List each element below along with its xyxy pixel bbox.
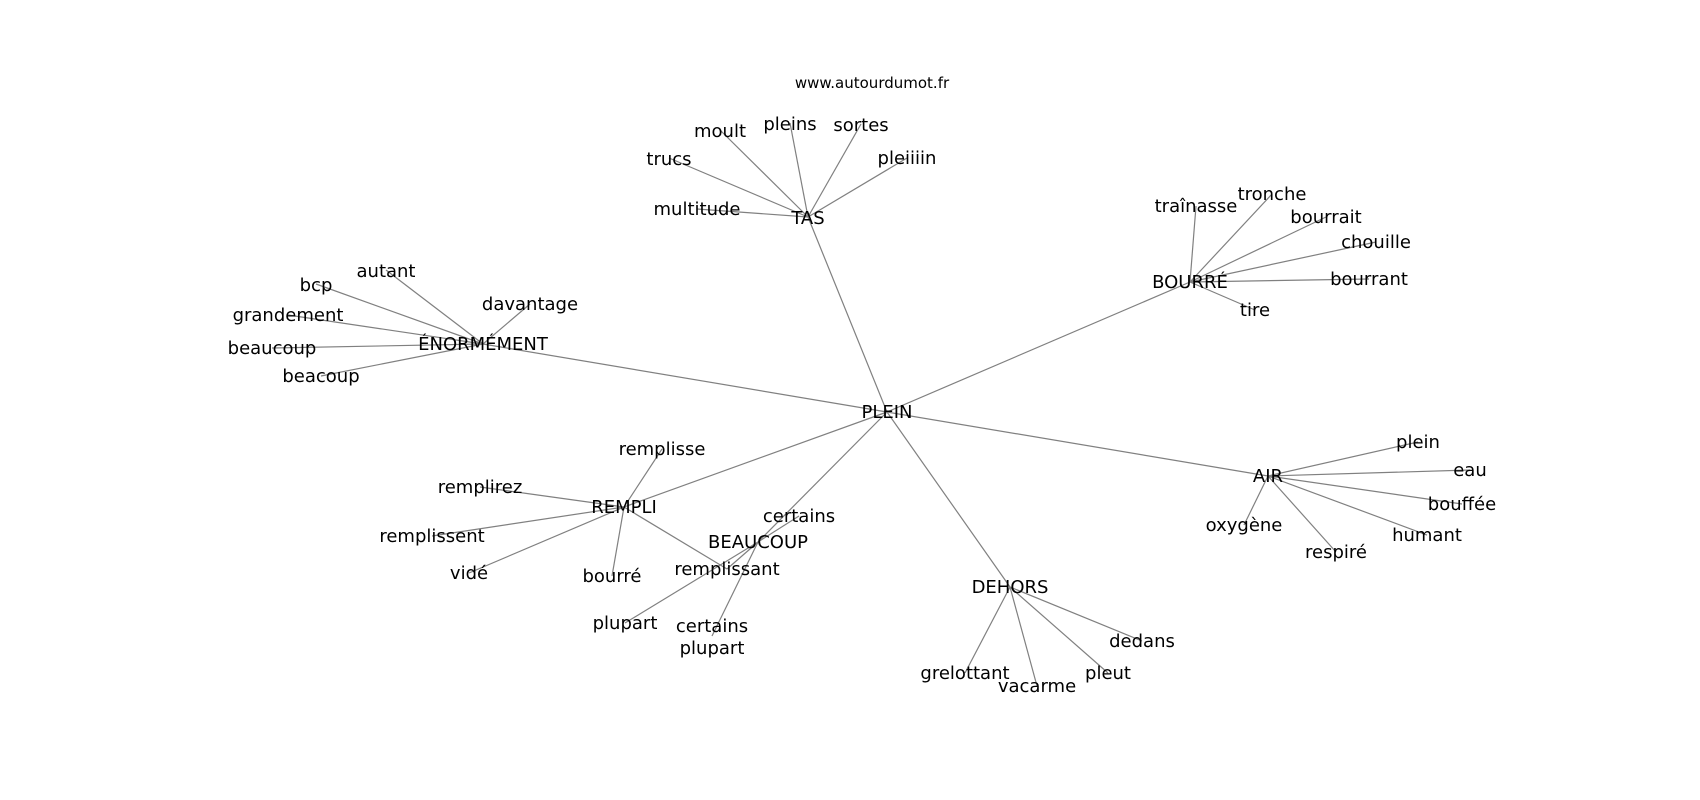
edge-beaucoup-plupart: [624, 541, 759, 624]
node-multitude: multitude: [654, 199, 741, 220]
edge-plein-dehors: [886, 411, 1011, 588]
node-grandement: grandement: [233, 305, 344, 326]
node-bourrant: bourrant: [1330, 269, 1408, 290]
edge-plein-tas: [807, 216, 888, 413]
node-autant: autant: [357, 261, 416, 282]
node-trucs: trucs: [646, 149, 691, 170]
node-davantage: davantage: [482, 294, 578, 315]
node-tire: tire: [1240, 300, 1270, 321]
node-tronche: tronche: [1238, 184, 1307, 205]
edge-bourre-bourrait: [1189, 216, 1327, 283]
edge-plein-air: [886, 411, 1269, 477]
edge-tas-pleiiiin: [807, 157, 908, 218]
node-certains-plupart-line1: certains: [676, 616, 748, 637]
edge-rempli-remplisse: [623, 448, 663, 508]
edge-air-humant: [1267, 475, 1428, 536]
node-plupart: plupart: [593, 613, 658, 634]
edge-enormement-autant: [385, 269, 484, 345]
node-bourrait: bourrait: [1290, 207, 1361, 228]
edges: [271, 122, 1471, 687]
node-grelottant: grelottant: [920, 663, 1009, 684]
edge-bourre-trainasse: [1189, 205, 1197, 283]
source-url: www.autourdumot.fr: [795, 74, 950, 92]
edge-bourre-tronche: [1189, 193, 1273, 283]
edge-rempli-remplissant: [623, 506, 728, 570]
node-humant: humant: [1392, 525, 1462, 546]
edge-beaucoup-certains: [757, 515, 800, 543]
node-chouille: chouille: [1341, 232, 1411, 253]
node-bouffee: bouffée: [1428, 494, 1496, 515]
node-air: AIR: [1253, 466, 1283, 487]
node-certains-plupart-line2: plupart: [680, 638, 745, 659]
edge-air-bouffee: [1267, 475, 1463, 505]
node-pleiiiin: pleiiiin: [878, 148, 937, 169]
edge-plein-bourre: [886, 281, 1191, 413]
edge-tas-moult: [719, 129, 809, 218]
node-bcp: bcp: [300, 275, 333, 296]
edge-air-oxygene: [1243, 475, 1269, 526]
edge-plein-beaucoup: [757, 411, 888, 543]
edge-dehors-dedans: [1009, 586, 1143, 642]
edge-air-eau: [1267, 469, 1471, 477]
node-beacoup: beacoup: [282, 366, 359, 387]
edge-tas-trucs: [668, 157, 809, 218]
node-rempli: REMPLI: [591, 497, 657, 518]
edge-plein-rempli: [623, 411, 888, 508]
node-beaucoup-hub: BEAUCOUP: [708, 532, 808, 553]
node-vacarme: vacarme: [998, 676, 1076, 697]
node-remplissent: remplissent: [379, 526, 484, 547]
node-vide: vidé: [450, 563, 488, 584]
edge-enormement-beaucoup: [271, 343, 484, 349]
edge-dehors-grelottant: [964, 586, 1011, 674]
edge-tas-pleins: [789, 122, 809, 218]
node-remplissant: remplissant: [674, 559, 779, 580]
edge-enormement-beacoup: [320, 343, 484, 377]
node-moult: moult: [694, 121, 746, 142]
edge-bourre-bourrant: [1189, 278, 1370, 283]
node-plein-leaf: plein: [1396, 432, 1440, 453]
edge-tas-multitude: [696, 208, 809, 218]
edge-rempli-bourre: [611, 506, 625, 577]
node-pleins: pleins: [763, 114, 816, 135]
edge-bourre-chouille: [1189, 241, 1377, 283]
edge-enormement-grandement: [287, 314, 484, 345]
node-plein-center: PLEIN: [861, 402, 912, 423]
node-pleut: pleut: [1085, 663, 1131, 684]
edge-tas-sortes: [807, 123, 862, 218]
edge-air-respire: [1267, 475, 1337, 553]
edge-dehors-pleut: [1009, 586, 1109, 674]
node-bourre-leaf: bourré: [582, 566, 641, 587]
node-tas: TAS: [790, 208, 824, 229]
edge-dehors-vacarme: [1009, 586, 1038, 687]
node-sortes: sortes: [833, 115, 888, 136]
node-bourre-hub: BOURRÉ: [1152, 271, 1228, 293]
node-eau: eau: [1453, 460, 1487, 481]
labels: www.autourdumot.fr PLEIN TAS ÉNORMÉMENT …: [228, 74, 1497, 697]
node-dedans: dedans: [1109, 631, 1175, 652]
node-certains: certains: [763, 506, 835, 527]
edge-beaucoup-remplissant: [726, 541, 759, 570]
edge-bourre-tire: [1189, 281, 1256, 311]
edge-rempli-remplirez: [479, 486, 625, 508]
edge-plein-enormement: [482, 343, 888, 413]
edge-rempli-remplissent: [431, 506, 625, 537]
node-remplisse: remplisse: [619, 439, 706, 460]
node-oxygene: oxygène: [1206, 515, 1283, 536]
edge-enormement-davantage: [482, 303, 531, 345]
node-respire: respiré: [1305, 542, 1367, 563]
node-remplirez: remplirez: [438, 477, 523, 498]
node-dehors: DEHORS: [972, 577, 1049, 598]
edge-rempli-vide: [468, 506, 625, 574]
node-trainasse: traînasse: [1155, 196, 1238, 217]
edge-beaucoup-certains-plupart: [711, 541, 759, 637]
node-enormement: ÉNORMÉMENT: [418, 333, 549, 355]
node-beaucoup-leaf: beaucoup: [228, 338, 317, 359]
edge-air-plein: [1267, 441, 1419, 477]
edge-enormement-bcp: [315, 283, 484, 345]
